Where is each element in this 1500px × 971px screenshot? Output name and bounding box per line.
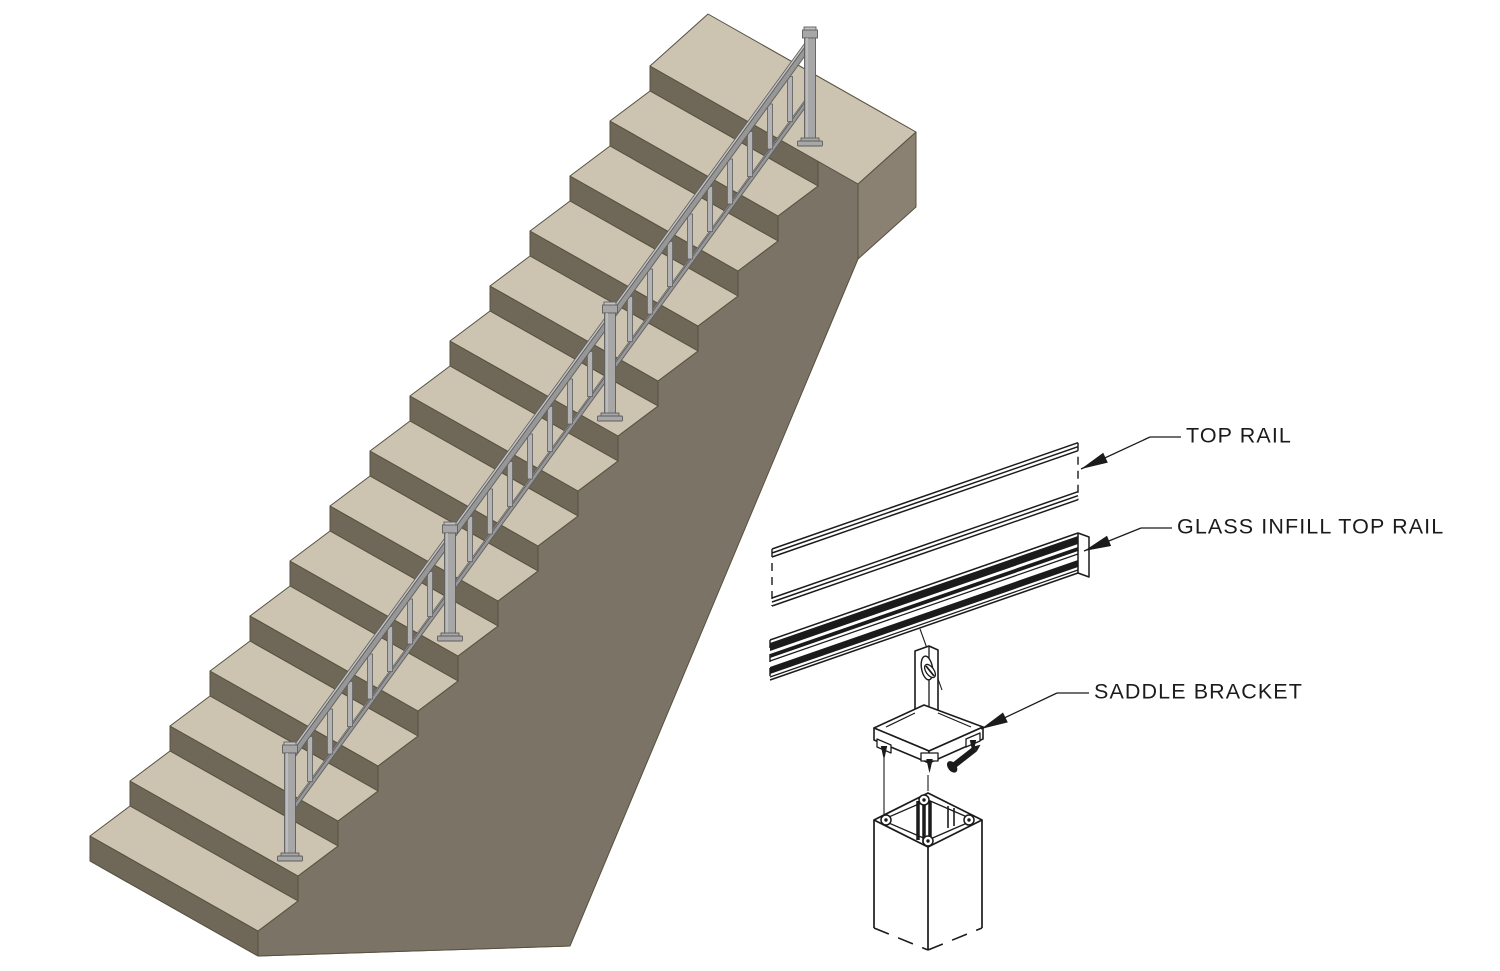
step-tread <box>409 365 619 492</box>
glass-rail-edge <box>769 532 1079 641</box>
picket <box>486 488 494 535</box>
saddle-bracket-arrowhead <box>981 712 1008 729</box>
post-screw-boss-hole <box>926 839 930 843</box>
step-tread <box>489 255 699 382</box>
picket <box>687 213 693 260</box>
post-cap <box>282 744 298 754</box>
post-top-rim-inner <box>881 799 975 841</box>
glass-rail-band <box>770 547 1078 658</box>
glass-rail-band <box>770 536 1078 651</box>
picket <box>567 378 573 425</box>
label-glass-infill-top-rail: GLASS INFILL TOP RAIL <box>1177 515 1444 539</box>
post-base-plate <box>597 415 623 422</box>
post-break-edge <box>873 927 929 951</box>
picket <box>747 131 753 177</box>
top-rail-profile-line <box>771 494 1079 603</box>
staircase <box>89 13 917 957</box>
post-shaft <box>804 37 816 145</box>
label-saddle-bracket: SADDLE BRACKET <box>1094 680 1303 704</box>
post-cap <box>442 524 458 534</box>
picket <box>547 406 553 452</box>
top-rail-profile-line <box>771 490 1079 599</box>
picket <box>647 268 653 315</box>
post-shaft <box>604 312 616 420</box>
top-rail-profile-line <box>771 445 1079 554</box>
screw-shaft <box>952 746 977 768</box>
step-tread <box>89 805 299 932</box>
picket <box>506 461 513 507</box>
guardrail <box>277 26 823 862</box>
post-base-plate <box>437 635 463 642</box>
fastener-tip <box>880 746 888 760</box>
picket <box>386 626 394 672</box>
post-screw-boss-hole <box>967 818 971 822</box>
picket <box>707 186 713 232</box>
step-tread <box>209 640 419 767</box>
picket <box>667 241 673 287</box>
top-rail-profile-line <box>771 498 1079 607</box>
post-break-edge <box>927 927 983 951</box>
bracket-saddle-ridge <box>937 712 972 728</box>
post-base-plate <box>797 140 823 147</box>
screw-head <box>946 761 958 773</box>
glass-rail-line <box>769 553 1079 662</box>
step-tread <box>329 475 539 602</box>
step-tread <box>369 420 579 547</box>
glass-rail-edge <box>769 572 1079 681</box>
post-cap <box>602 304 618 314</box>
label-top-rail: TOP RAIL <box>1186 424 1292 448</box>
picket <box>426 571 434 617</box>
picket <box>767 103 773 150</box>
post-screw-boss-hole <box>884 818 888 822</box>
picket <box>366 653 374 700</box>
landing-top <box>649 13 917 185</box>
picket <box>326 708 334 755</box>
fastener-tip <box>926 759 933 773</box>
step-tread <box>249 585 459 712</box>
glass-rail-line <box>769 569 1079 678</box>
screw-point <box>973 744 981 752</box>
step-tread <box>569 145 779 272</box>
picket <box>727 158 733 205</box>
glass-rail-band <box>770 560 1078 674</box>
picket <box>587 351 593 397</box>
post-shaft <box>284 752 296 860</box>
picket <box>527 433 533 480</box>
post-base-plate <box>277 855 303 862</box>
post-shaft <box>444 532 456 640</box>
top-rail-arrowhead <box>1081 452 1108 469</box>
picket <box>787 76 793 122</box>
rail-connection-detail <box>769 436 1181 951</box>
glass-rail-end-face <box>1077 532 1090 578</box>
top-rail-profile-line <box>771 441 1079 550</box>
picket <box>346 681 354 727</box>
picket <box>306 736 314 782</box>
loose-screw <box>946 744 981 773</box>
picket <box>466 516 474 562</box>
post-cap <box>802 29 818 39</box>
screw-slot-line <box>925 665 935 677</box>
step-tread <box>529 200 739 327</box>
picket <box>627 296 633 342</box>
step-tread <box>609 90 819 217</box>
bracket-foot <box>920 752 939 762</box>
bracket-saddle-ridge <box>885 712 916 728</box>
callout-labels: TOP RAIL GLASS INFILL TOP RAIL SADDLE BR… <box>1094 424 1444 704</box>
step-tread <box>169 695 379 822</box>
post-screw-boss-hole <box>922 798 926 802</box>
top-rail-profile-line <box>771 449 1079 558</box>
picket <box>406 598 414 645</box>
glass-infill-top-rail-arrowhead <box>1084 535 1112 551</box>
